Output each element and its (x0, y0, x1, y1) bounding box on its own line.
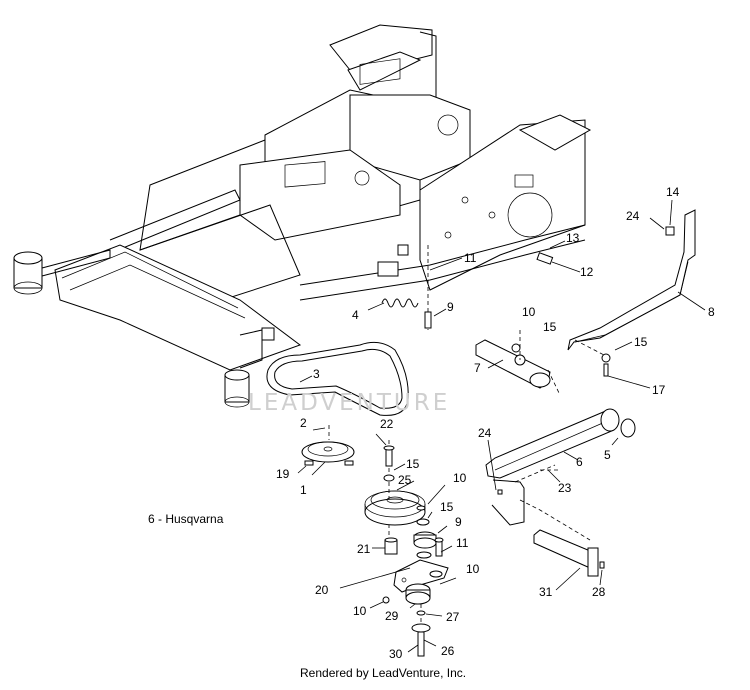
callout-10-arm: 10 (466, 562, 480, 576)
drive-belt (266, 341, 409, 416)
callout-31: 31 (539, 585, 553, 599)
callout-15-lower: 15 (440, 500, 454, 514)
callout-17: 17 (652, 383, 666, 397)
callout-10-upper: 10 (522, 305, 536, 319)
callout-14: 14 (666, 185, 680, 199)
pivot-shaft-7 (475, 330, 651, 396)
callout-28: 28 (592, 585, 606, 599)
callout-22: 22 (380, 417, 394, 431)
callout-29: 29 (385, 609, 399, 623)
spring (367, 298, 419, 311)
callout-11-upper: 11 (464, 251, 477, 265)
callout-15-right: 15 (634, 335, 648, 349)
bolt-11-9 (424, 245, 463, 330)
pivot-rod-31 (533, 529, 605, 591)
callout-5: 5 (604, 448, 611, 462)
callout-15-pulley: 15 (406, 457, 420, 471)
callout-1: 1 (300, 483, 307, 497)
callout-24-lower: 24 (478, 426, 492, 440)
callout-7: 7 (474, 361, 481, 375)
callout-23: 23 (558, 481, 572, 495)
idler-pulley-stack (339, 433, 457, 657)
callout-4: 4 (352, 308, 359, 322)
callout-25: 25 (398, 473, 412, 487)
callout-3: 3 (313, 367, 320, 381)
callout-15-upper: 15 (543, 320, 557, 334)
eye-bolt (536, 240, 581, 273)
callout-2: 2 (300, 416, 307, 430)
watermark-text: LEADVENTURE (248, 390, 451, 416)
callout-6: 6 (576, 455, 583, 469)
mower-frame (13, 24, 592, 408)
callout-24-upper: 24 (626, 209, 640, 223)
callout-10-pulley: 10 (453, 471, 467, 485)
idler-arm-6 (485, 408, 636, 541)
pulley-1 (297, 425, 355, 476)
callout-11-lower: 11 (456, 536, 469, 550)
callout-20: 20 (315, 583, 329, 597)
callout-10-lower: 10 (353, 604, 367, 618)
callout-27: 27 (446, 610, 460, 624)
callout-12: 12 (580, 265, 594, 279)
callout-21: 21 (357, 542, 371, 556)
callout-13: 13 (566, 231, 580, 245)
callouts: 2 1 19 3 4 9 11 13 12 14 24 8 10 15 7 15… (276, 185, 715, 661)
callout-19: 19 (276, 467, 290, 481)
callout-30: 30 (389, 647, 403, 661)
callout-8: 8 (708, 305, 715, 319)
callout-26: 26 (441, 644, 455, 658)
brand-label: 6 - Husqvarna (148, 512, 224, 526)
idler-arm-8 (567, 199, 706, 351)
footer-credit: Rendered by LeadVenture, Inc. (300, 666, 467, 680)
callout-9-lower: 9 (455, 515, 462, 529)
callout-9-upper: 9 (447, 300, 454, 314)
